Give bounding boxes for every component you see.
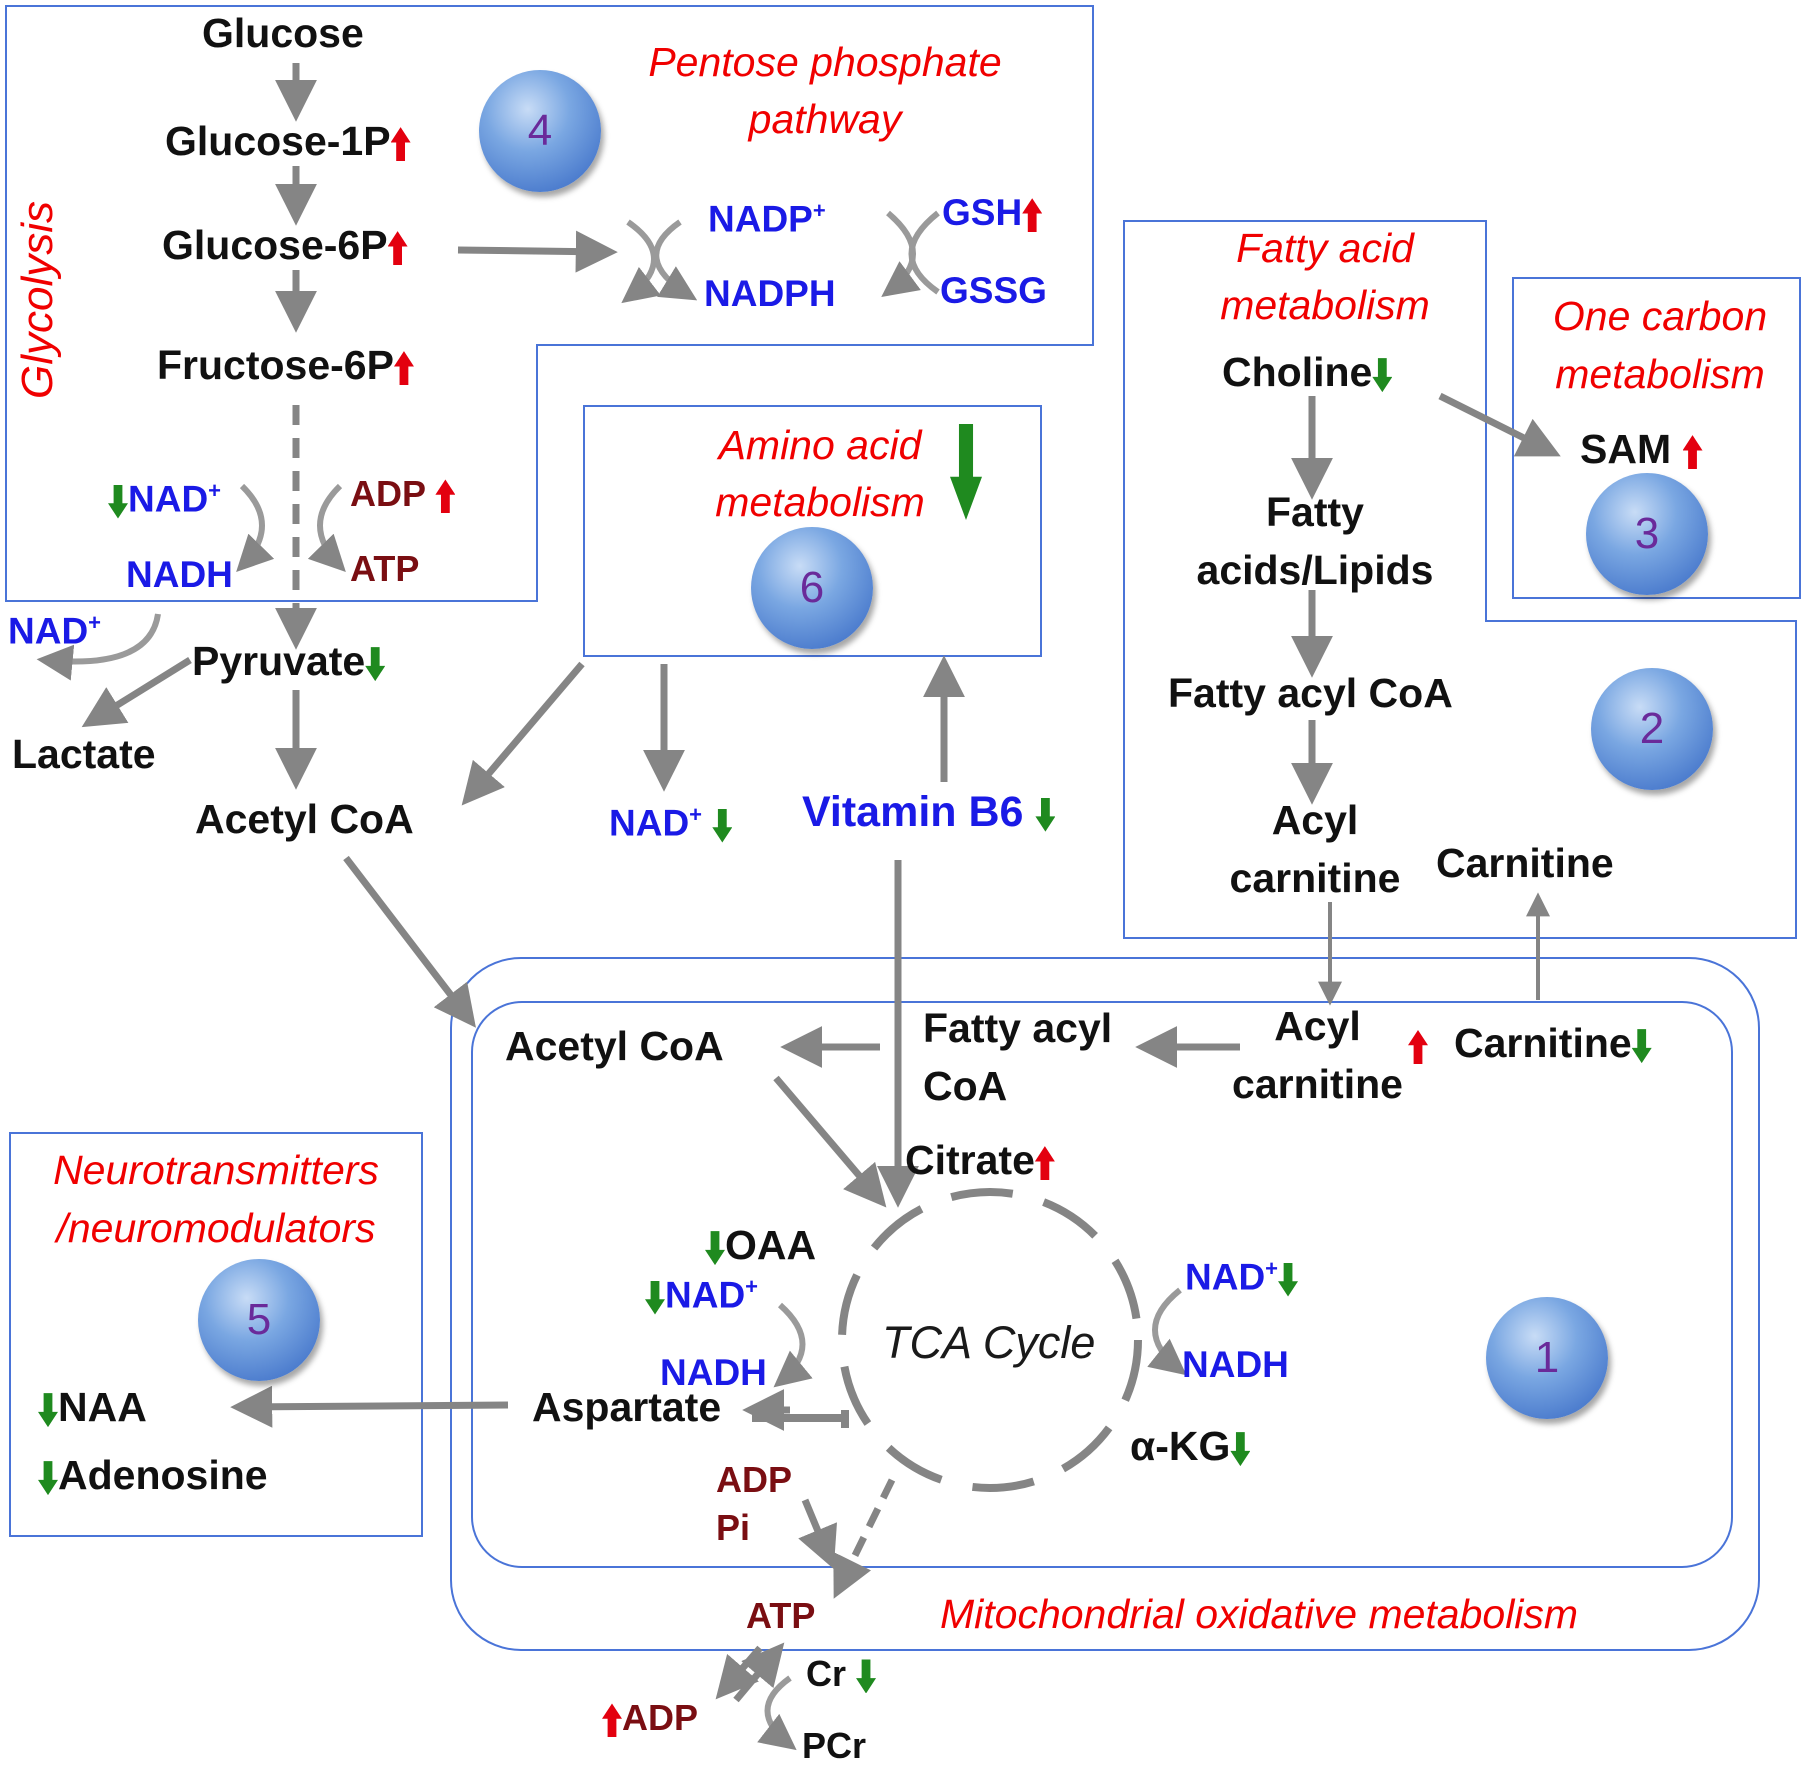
sam-label: SAM xyxy=(1580,429,1703,470)
mito-nad-left-label: NAD+ xyxy=(645,1276,758,1315)
fatty-acyl-coa-label: Fatty acyl CoA xyxy=(1168,670,1453,716)
acetyl-coa-label: Acetyl CoA xyxy=(195,796,414,842)
decrease-arrow-icon xyxy=(705,1231,725,1266)
decrease-arrow-icon xyxy=(1372,358,1393,393)
increase-arrow-icon xyxy=(602,1703,622,1738)
tca-cycle-ring xyxy=(838,1188,1142,1492)
marker-circle-3: 3 xyxy=(1586,473,1708,595)
nadph-label: NADPH xyxy=(704,273,836,314)
mito-acyl-carnitine-line2: carnitine xyxy=(1232,1061,1403,1107)
fatty-acid-title-line1: Fatty acid xyxy=(1236,225,1414,271)
fatty-acid-title-line2: metabolism xyxy=(1220,282,1430,328)
decrease-arrow-icon xyxy=(38,1393,58,1428)
glycolysis-nadh-label: NADH xyxy=(126,554,233,595)
fatty-acids-label-line1: Fatty xyxy=(1266,489,1364,535)
carnitine-label: Carnitine xyxy=(1436,840,1614,886)
glycolysis-title: Glycolysis xyxy=(13,200,62,400)
fatty-acids-label-line2: acids/Lipids xyxy=(1196,547,1434,593)
tca-cycle-label: TCA Cycle xyxy=(882,1317,1096,1368)
gssg-label: GSSG xyxy=(940,270,1047,311)
decrease-arrow-icon xyxy=(365,647,386,682)
lactate-nad-label: NAD+ xyxy=(8,610,102,652)
glucose-6p-label: Glucose-6P xyxy=(162,225,408,266)
lactate-label: Lactate xyxy=(12,731,156,777)
marker-circle-6: 6 xyxy=(751,527,873,649)
decrease-arrow-icon xyxy=(38,1461,58,1496)
increase-arrow-icon xyxy=(1034,1146,1055,1181)
neuro-box xyxy=(9,1132,423,1537)
amino-acid-title-line1: Amino acid xyxy=(718,422,922,468)
gsh-label: GSH xyxy=(942,194,1043,233)
oaa-label: OAA xyxy=(705,1225,816,1266)
decrease-arrow-icon xyxy=(645,1280,665,1315)
mito-nad-right-label: NAD+ xyxy=(1185,1258,1299,1297)
marker-circle-1: 1 xyxy=(1486,1297,1608,1419)
citrate-label: Citrate xyxy=(905,1140,1055,1181)
choline-label: Choline xyxy=(1222,352,1393,393)
neuro-title-line2: /neuromodulators xyxy=(56,1205,376,1251)
one-carbon-title-line1: One carbon xyxy=(1552,293,1768,339)
vitamin-b6-label: Vitamin B6 xyxy=(802,791,1056,834)
decrease-arrow-icon xyxy=(1278,1262,1299,1297)
mito-inner-box xyxy=(471,1001,1733,1568)
amino-acid-box xyxy=(583,405,1042,657)
marker-circle-2: 2 xyxy=(1591,668,1713,790)
glycolysis-adp-label: ADP xyxy=(350,476,456,514)
pentose-title-line2: pathway xyxy=(748,96,902,142)
mito-outer-box xyxy=(450,957,1760,1651)
glycolysis-nad-label: NAD+ xyxy=(108,480,221,519)
pyruvate-label: Pyruvate xyxy=(192,641,386,682)
increase-arrow-icon xyxy=(1022,198,1043,233)
acyl-carnitine-label-line2: carnitine xyxy=(1229,855,1401,901)
decrease-arrow-icon xyxy=(712,808,733,843)
mito-nadh-left-label: NADH xyxy=(660,1352,767,1393)
decrease-arrow-icon xyxy=(108,484,128,519)
pcr-label: PCr xyxy=(802,1725,867,1766)
one-carbon-box xyxy=(1512,277,1801,599)
acyl-carnitine-label-line1: Acyl xyxy=(1271,797,1359,843)
fructose-6p-label: Fructose-6P xyxy=(157,345,414,386)
adenosine-label: Adenosine xyxy=(38,1455,268,1496)
aspartate-label: Aspartate xyxy=(532,1384,722,1430)
pentose-title-line1: Pentose phosphate xyxy=(648,39,1002,85)
akg-label: α-KG xyxy=(1130,1426,1251,1467)
marker-circle-4: 4 xyxy=(479,70,601,192)
increase-arrow-icon xyxy=(387,231,408,266)
mito-title: Mitochondrial oxidative metabolism xyxy=(940,1591,1579,1637)
increase-arrow-icon xyxy=(393,351,414,386)
decrease-arrow-icon xyxy=(1035,797,1056,832)
fatty-acid-box xyxy=(1123,220,1797,939)
decrease-arrow-icon xyxy=(1631,1029,1652,1064)
mito-atp-label: ATP xyxy=(746,1595,816,1636)
naa-label: NAA xyxy=(38,1387,147,1428)
cr-label: Cr xyxy=(806,1656,877,1694)
mito-acyl-carnitine-line1: Acyl xyxy=(1274,1003,1361,1049)
glucose-1p-label: Glucose-1P xyxy=(165,121,411,162)
marker-circle-5: 5 xyxy=(198,1259,320,1381)
one-carbon-title-line2: metabolism xyxy=(1555,351,1765,397)
energy-adp-label: ADP xyxy=(602,1700,698,1738)
glycolysis-atp-label: ATP xyxy=(350,548,420,589)
neuro-title-line1: Neurotransmitters xyxy=(53,1147,379,1193)
decrease-arrow-icon xyxy=(1230,1432,1251,1467)
glycolysis-pentose-box xyxy=(5,5,1094,602)
increase-arrow-icon xyxy=(1682,435,1703,470)
increase-arrow-icon xyxy=(435,479,456,514)
mito-fatty-acyl-coa-line2: CoA xyxy=(923,1063,1008,1109)
mito-adp-label: ADP xyxy=(716,1459,793,1500)
increase-arrow-icon xyxy=(390,127,411,162)
amino-acid-title-line2: metabolism xyxy=(715,479,925,525)
nadp-label: NADP+ xyxy=(708,198,826,240)
decrease-arrow-icon xyxy=(856,1659,877,1694)
mito-nadh-right-label: NADH xyxy=(1182,1344,1289,1385)
mito-acetyl-coa-label: Acetyl CoA xyxy=(505,1023,724,1069)
mito-carnitine-label: Carnitine xyxy=(1454,1023,1652,1064)
mito-pi-label: Pi xyxy=(716,1507,751,1548)
amino-nad-label: NAD+ xyxy=(609,804,733,843)
glucose-label: Glucose xyxy=(202,10,364,56)
mito-fatty-acyl-coa-line1: Fatty acyl xyxy=(923,1005,1113,1051)
